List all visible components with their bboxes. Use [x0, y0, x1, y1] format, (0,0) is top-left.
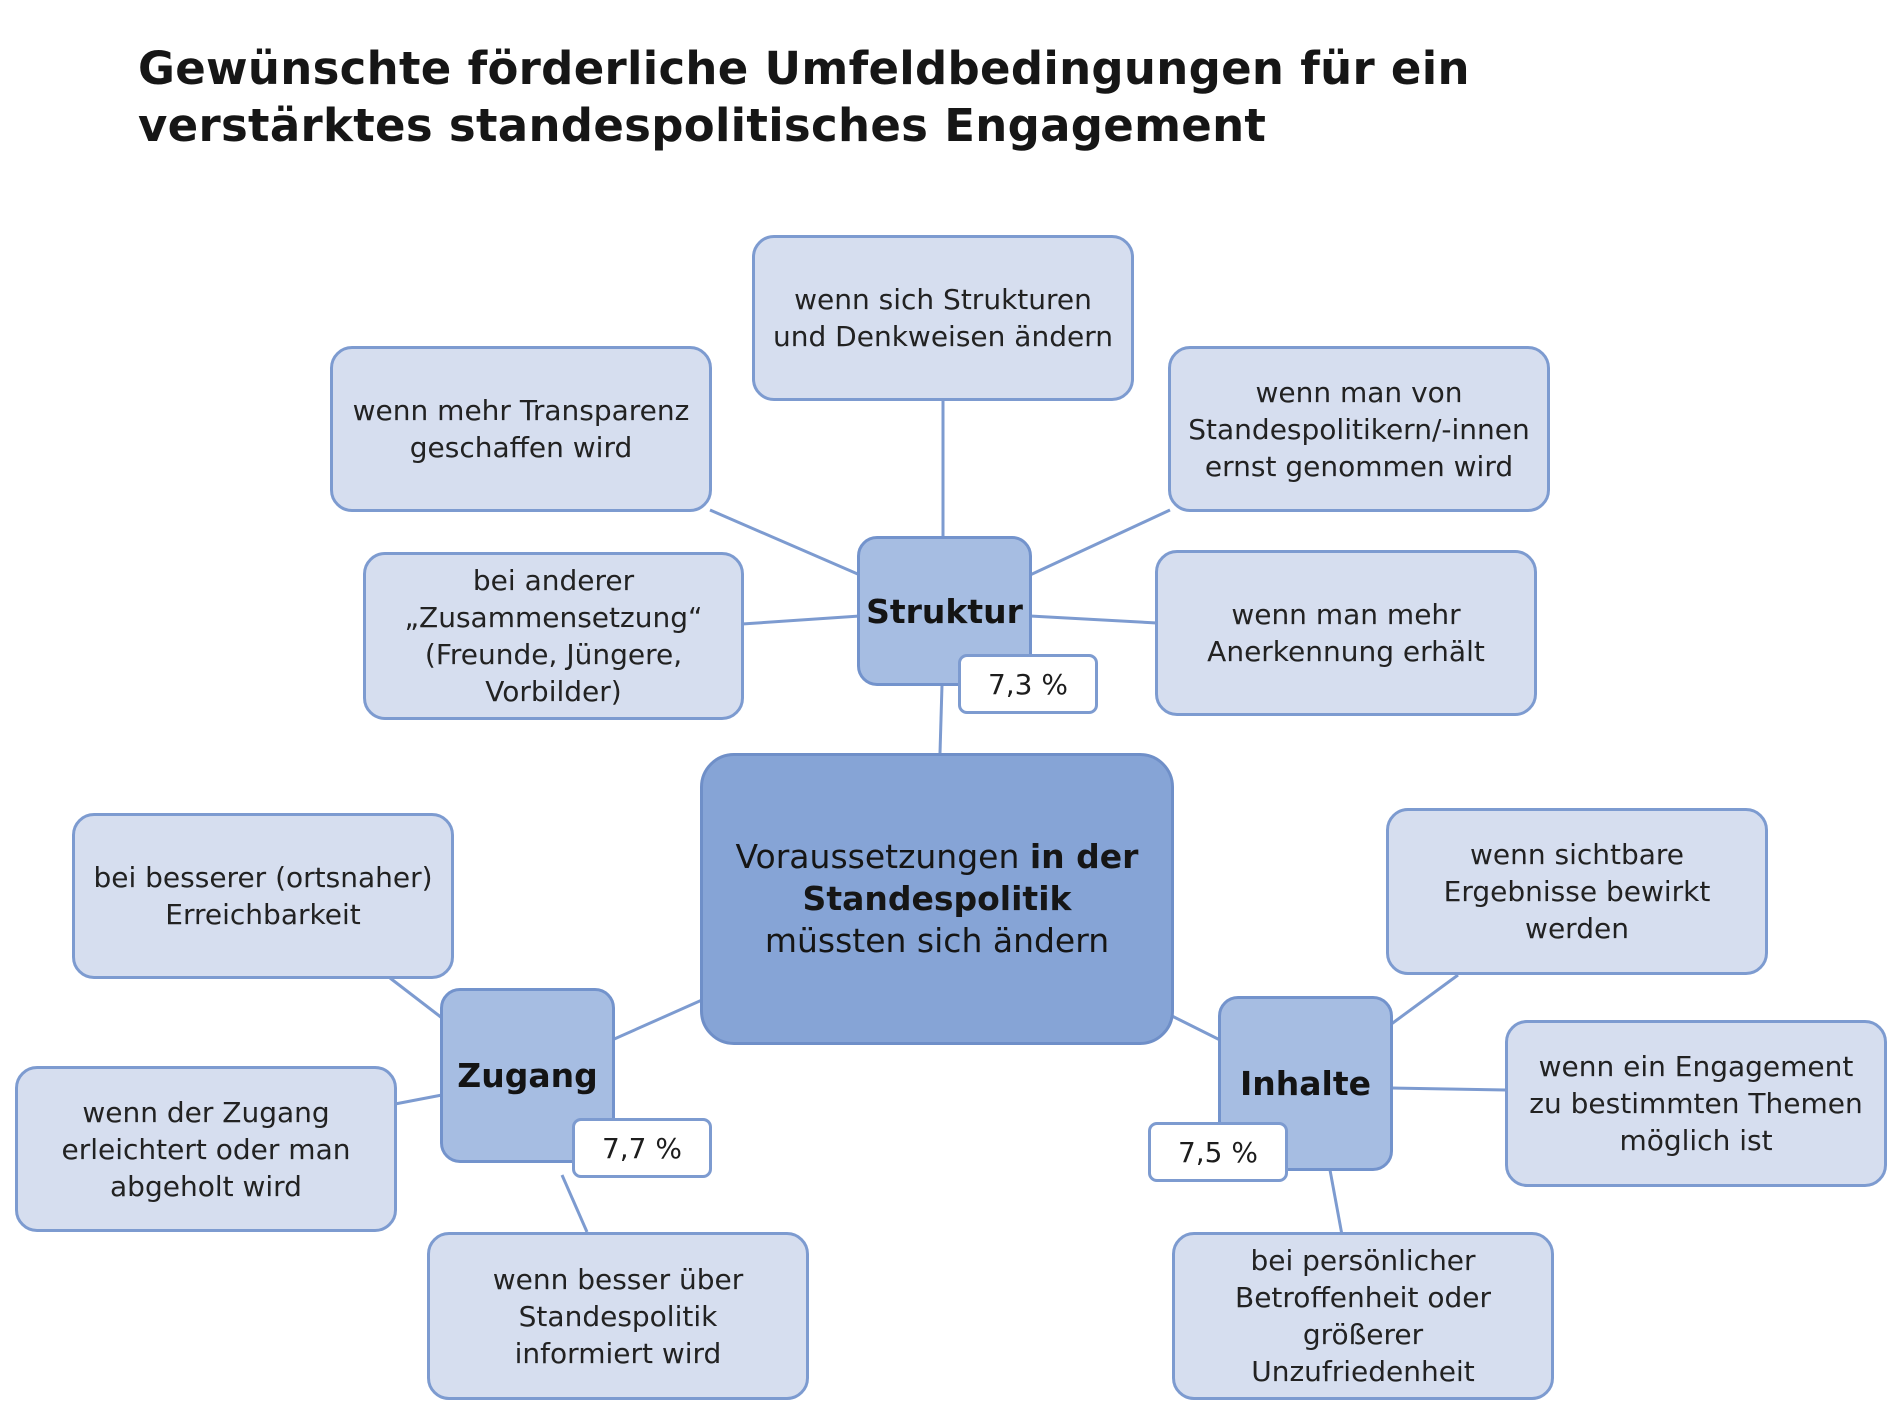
inhalte-item-right: wenn ein Engagement zu bestimmten Themen… [1505, 1020, 1887, 1187]
struktur-percent-badge: 7,3 % [958, 654, 1098, 714]
connector-struktur-right [1029, 614, 1158, 625]
struktur-item-left: bei anderer „Zusammensetzung“ (Freunde, … [363, 552, 744, 720]
struktur-item-upper-right: wenn man von Standespolitikern/-innen er… [1168, 346, 1550, 512]
zugang-item-upper: bei besserer (ortsnaher) Erreichbarkeit [72, 813, 454, 979]
center-text: Voraussetzungen in der Standespolitik mü… [735, 837, 1139, 960]
connector-struktur-center [938, 684, 944, 754]
connector-center-inhalte [1171, 1014, 1221, 1042]
struktur-item-top: wenn sich Strukturen und Denkweisen ände… [752, 235, 1134, 401]
connector-struktur-left [741, 614, 861, 626]
inhalte-percent-badge: 7,5 % [1148, 1122, 1288, 1182]
connector-inhalte-bottom [1328, 1169, 1344, 1236]
connector-zugang-left [394, 1093, 443, 1106]
inhalte-item-bottom: bei persönlicher Betroffenheit oder größ… [1172, 1232, 1554, 1400]
center-node: Voraussetzungen in der Standespolitik mü… [700, 753, 1174, 1045]
struktur-item-right: wenn man mehr Anerkennung erhält [1155, 550, 1537, 716]
zugang-percent-badge: 7,7 % [572, 1118, 712, 1178]
connector-struktur-upper-right [1029, 508, 1171, 577]
inhalte-item-upper: wenn sichtbare Ergebnisse bewirkt werden [1386, 808, 1768, 975]
zugang-item-left: wenn der Zugang erleichtert oder man abg… [15, 1066, 397, 1232]
connector-struktur-upper-left [709, 508, 861, 577]
zugang-item-bottom: wenn besser über Standespolitik informie… [427, 1232, 809, 1400]
connector-inhalte-right [1391, 1086, 1507, 1092]
struktur-item-upper-left: wenn mehr Transparenz geschaffen wird [330, 346, 712, 512]
diagram-title: Gewünschte förderliche Umfeldbedingungen… [138, 42, 1470, 152]
connector-inhalte-upper [1389, 973, 1459, 1027]
connector-center-zugang [611, 998, 703, 1042]
connector-zugang-upper [389, 976, 443, 1020]
connector-zugang-bottom [560, 1174, 589, 1233]
hub-inhalte: Inhalte [1218, 996, 1393, 1171]
